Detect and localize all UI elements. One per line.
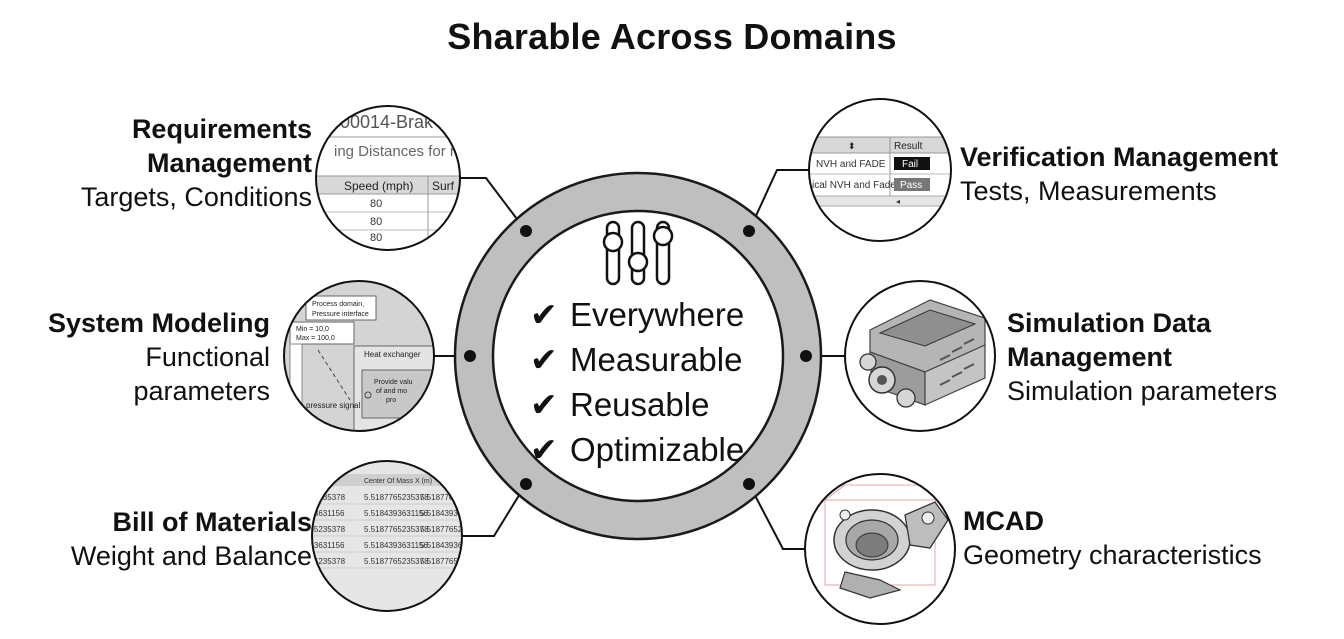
sliders-icon (602, 220, 674, 286)
sys-provide-2: of and mo (376, 388, 407, 395)
bom-cell: 5.5187765235378 (420, 557, 485, 566)
bom-cell: 765235378 (305, 525, 346, 534)
center-item-everywhere: ✔Everywhere (530, 292, 744, 337)
label-requirements: Requirements Management Targets, Conditi… (81, 112, 312, 214)
bom-cell: 765235378 (305, 493, 346, 502)
dot-verification (743, 225, 755, 237)
sys-min: Min = 10,0 (296, 326, 329, 333)
label-simulation: Simulation Data Management Simulation pa… (1007, 306, 1277, 408)
verification-inset: Result ⬍ NVH and FADE Fail ical NVH and … (809, 99, 951, 241)
bom-cell: 5.5184393631156 (420, 541, 484, 550)
sys-block: Heat exchanger (364, 350, 421, 359)
requirements-inset: 00014-Brak ing Distances for n Speed (mp… (316, 106, 460, 250)
bom-cell: 765235378 (305, 557, 346, 566)
sys-max: Max = 100,0 (296, 335, 335, 342)
engine-illustration (845, 281, 995, 431)
dot-bom (520, 478, 532, 490)
system-modeling-heading: System Modeling (47, 308, 270, 338)
ver-col-result: Result (894, 141, 923, 152)
bom-cell: 5.5187765235378 (364, 557, 429, 566)
dot-system (464, 350, 476, 362)
req-inset-docid: 00014-Brak (340, 112, 434, 132)
req-inset-row3: 80 (370, 232, 382, 244)
requirements-heading-2: Management (146, 148, 312, 178)
sys-provide-1: Provide valu (374, 379, 413, 386)
req-inset-col1: Speed (mph) (344, 179, 413, 193)
center-item-reusable: ✔Reusable (530, 382, 744, 427)
bom-cell: 5.5184393631156 (364, 509, 428, 518)
simulation-subtitle: Simulation parameters (1007, 376, 1278, 406)
bom-subtitle: Weight and Balance (70, 541, 312, 571)
ver-fail-badge (894, 157, 930, 170)
bom-cell: 5.5187765235378 (364, 525, 429, 534)
housing-illustration (805, 474, 955, 624)
label-bom: Bill of Materials Weight and Balance (71, 505, 312, 573)
ver-row1: NVH and FADE (816, 159, 886, 170)
main-ring-inner-edge (491, 209, 785, 503)
sys-provide-3: pro (386, 397, 396, 404)
bom-cell: 5.5187765235378 (420, 525, 485, 534)
dot-mcad (743, 478, 755, 490)
system-modeling-inset: Process domain, Pressure interface Min =… (284, 281, 434, 431)
page-title: Sharable Across Domains (447, 16, 897, 57)
verification-subtitle: Tests, Measurements (960, 176, 1217, 206)
system-modeling-subtitle-2: parameters (133, 376, 270, 406)
dot-simulation (800, 350, 812, 362)
bom-heading: Bill of Materials (112, 507, 312, 537)
req-inset-col2: Surf (432, 179, 455, 193)
check-icon: ✔ (530, 341, 558, 378)
ver-row2: ical NVH and Fade (812, 180, 896, 191)
label-system-modeling: System Modeling Functional parameters (48, 306, 270, 408)
verification-heading: Verification Management (960, 142, 1279, 172)
bom-cell: 5.5184393631156 (364, 541, 428, 550)
simulation-heading-2: Management (1007, 342, 1173, 372)
req-inset-title: ing Distances for n (334, 143, 458, 160)
sys-signal: pressure signal (306, 401, 360, 410)
check-icon: ✔ (530, 431, 558, 468)
ring-dots (464, 225, 812, 490)
system-modeling-subtitle-1: Functional (145, 342, 270, 372)
svg-text:◂: ◂ (896, 197, 900, 206)
check-icon: ✔ (530, 296, 558, 333)
requirements-subtitle: Targets, Conditions (80, 182, 312, 212)
req-inset-row1: 80 (370, 198, 382, 210)
center-list: ✔Everywhere ✔Measurable ✔Reusable ✔Optim… (530, 292, 744, 472)
svg-text:⬍: ⬍ (848, 141, 856, 151)
simulation-heading-1: Simulation Data (1007, 308, 1212, 338)
bom-cell: 5.5187765235378 (364, 493, 429, 502)
label-mcad: MCAD Geometry characteristics (963, 504, 1262, 572)
sys-note-2: Pressure interface (312, 311, 369, 318)
bom-cell: 5.5184393631156 (420, 509, 484, 518)
ver-row1-result: Fail (902, 159, 918, 170)
bom-header: Center Of Mass X (m) (364, 478, 432, 485)
dot-requirements (520, 225, 532, 237)
mcad-subtitle: Geometry characteristics (963, 540, 1262, 570)
main-ring-outer-edge (453, 171, 823, 541)
requirements-heading-1: Requirements (131, 114, 312, 144)
label-verification: Verification Management Tests, Measureme… (960, 140, 1278, 208)
ver-pass-badge (894, 178, 930, 191)
bom-inset: Center Of Mass X (m) 765235378 5.51877652… (305, 461, 485, 611)
bom-cell: 393631156 (305, 541, 345, 550)
sys-note-1: Process domain, (312, 301, 364, 308)
center-item-optimizable: ✔Optimizable (530, 427, 744, 472)
mcad-heading: MCAD (963, 506, 1044, 536)
bom-cell: 393631156 (305, 509, 345, 518)
bom-cell: 5.5187765235378 (420, 493, 485, 502)
center-item-measurable: ✔Measurable (530, 337, 744, 382)
req-inset-row2: 80 (370, 216, 382, 228)
check-icon: ✔ (530, 386, 558, 423)
ver-row2-result: Pass (900, 180, 922, 191)
